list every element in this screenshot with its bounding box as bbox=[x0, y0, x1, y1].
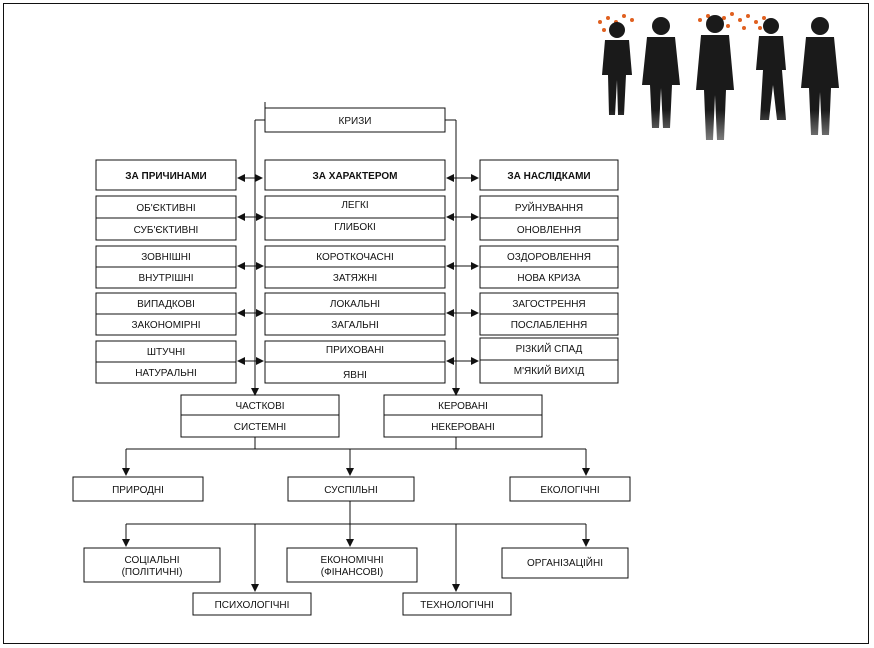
scope-label-a: ЧАСТКОВІ bbox=[235, 401, 284, 412]
right-label-1a: РУЙНУВАННЯ bbox=[515, 201, 583, 214]
scope-label-b: СИСТЕМНІ bbox=[234, 422, 286, 433]
center-label-4b: ЯВНІ bbox=[343, 370, 367, 381]
header-consequences-label: ЗА НАСЛІДКАМИ bbox=[507, 171, 590, 182]
box-organizational bbox=[501, 547, 629, 579]
left-label-3b: ЗАКОНОМІРНІ bbox=[132, 320, 201, 331]
right-label-4a: РІЗКИЙ СПАД bbox=[516, 342, 583, 355]
control-label-b: НЕКЕРОВАНІ bbox=[431, 422, 495, 433]
header-box-causes bbox=[95, 159, 237, 191]
right-label-2b: НОВА КРИЗА bbox=[517, 273, 581, 284]
root-label: КРИЗИ bbox=[339, 116, 372, 127]
right-label-1b: ОНОВЛЕННЯ bbox=[517, 225, 581, 236]
right-label-3a: ЗАГОСТРЕННЯ bbox=[512, 299, 585, 310]
business-people-picture bbox=[590, 12, 850, 180]
right-label-3b: ПОСЛАБЛЕННЯ bbox=[511, 320, 588, 331]
scope-box bbox=[180, 394, 340, 438]
header-character-label: ЗА ХАРАКТЕРОМ bbox=[313, 171, 398, 182]
red-dots-pattern bbox=[598, 12, 766, 32]
center-label-2a: КОРОТКОЧАСНІ bbox=[316, 252, 393, 263]
center-label-1b: ГЛИБОКІ bbox=[334, 222, 375, 233]
box-economic bbox=[286, 547, 418, 583]
box-ecological bbox=[509, 476, 631, 502]
center-label-3a: ЛОКАЛЬНІ bbox=[330, 299, 380, 310]
header-box-consequences bbox=[479, 159, 619, 191]
psychological-label: ПСИХОЛОГІЧНІ bbox=[215, 600, 290, 611]
control-label-a: КЕРОВАНІ bbox=[438, 401, 488, 412]
left-label-2a: ЗОВНІШНІ bbox=[141, 252, 191, 263]
right-label-2a: ОЗДОРОВЛЕННЯ bbox=[507, 252, 591, 263]
left-label-3a: ВИПАДКОВІ bbox=[137, 299, 195, 310]
social-label-b: (ПОЛІТИЧНІ) bbox=[122, 567, 183, 578]
right-label-4b: М'ЯКИЙ ВИХІД bbox=[514, 364, 585, 377]
box-technological bbox=[402, 592, 512, 616]
box-natural bbox=[72, 476, 204, 502]
economic-label-a: ЕКОНОМІЧНІ bbox=[321, 555, 384, 566]
left-label-4a: ШТУЧНІ bbox=[147, 347, 185, 358]
center-label-2b: ЗАТЯЖНІ bbox=[333, 273, 377, 284]
box-social bbox=[83, 547, 221, 583]
ecological-label: ЕКОЛОГІЧНІ bbox=[540, 485, 599, 496]
left-label-1b: СУБ'ЄКТИВНІ bbox=[134, 225, 199, 236]
social-label-a: СОЦІАЛЬНІ bbox=[125, 555, 180, 566]
center-label-4a: ПРИХОВАНІ bbox=[326, 345, 384, 356]
left-label-2b: ВНУТРІШНІ bbox=[139, 273, 194, 284]
box-psychological bbox=[192, 592, 312, 616]
connectors bbox=[122, 102, 590, 592]
box-social-level bbox=[287, 476, 415, 502]
left-label-4b: НАТУРАЛЬНІ bbox=[135, 368, 197, 379]
control-box bbox=[383, 394, 543, 438]
header-causes-label: ЗА ПРИЧИНАМИ bbox=[125, 171, 206, 182]
technological-label: ТЕХНОЛОГІЧНІ bbox=[420, 600, 494, 611]
economic-label-b: (ФІНАНСОВІ) bbox=[321, 567, 383, 578]
natural-label: ПРИРОДНІ bbox=[112, 485, 164, 496]
center-label-1a: ЛЕГКІ bbox=[341, 200, 368, 211]
social-level-label: СУСПІЛЬНІ bbox=[324, 485, 378, 496]
header-box-character bbox=[264, 159, 446, 191]
organizational-label: ОРГАНІЗАЦІЙНІ bbox=[527, 556, 603, 569]
left-label-1a: ОБ'ЄКТИВНІ bbox=[136, 203, 195, 214]
center-label-3b: ЗАГАЛЬНІ bbox=[331, 320, 378, 331]
